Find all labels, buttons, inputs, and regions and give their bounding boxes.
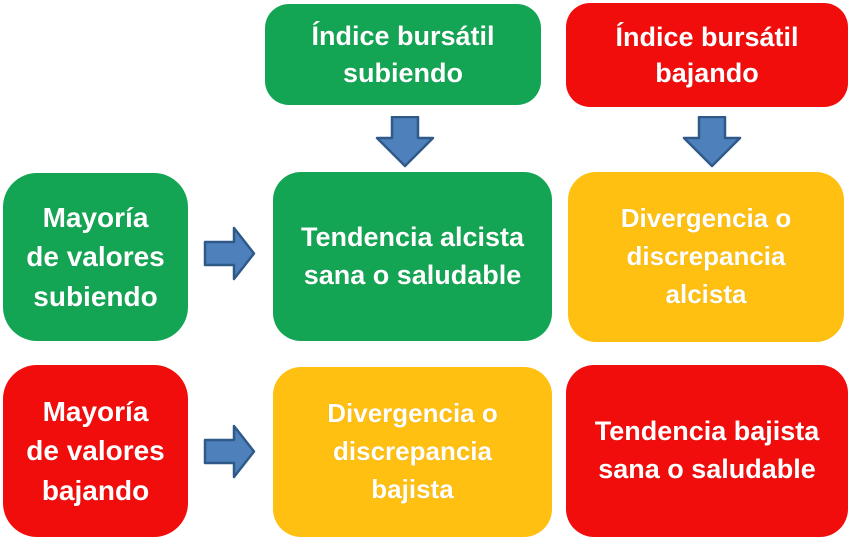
box-label: Mayoría de valores bajando [26,396,165,506]
box-label: Divergencia o discrepancia bajista [327,398,498,504]
box-label: Índice bursátil bajando [615,21,799,88]
arrow-right-icon [203,226,256,281]
box-healthy-downtrend: Tendencia bajista sana o saludable [566,365,848,537]
arrow-down-icon [682,116,742,168]
box-label: Divergencia o discrepancia alcista [620,203,792,309]
box-healthy-uptrend: Tendencia alcista sana o saludable [273,172,552,341]
box-label: Mayoría de valores subiendo [26,202,165,312]
box-index-falling: Índice bursátil bajando [566,3,848,107]
box-bullish-divergence: Divergencia o discrepancia alcista [568,172,844,342]
box-index-rising: Índice bursátil subiendo [265,4,541,105]
arrow-right-icon [203,424,256,479]
box-majority-rising: Mayoría de valores subiendo [3,173,188,341]
box-bearish-divergence: Divergencia o discrepancia bajista [273,367,552,537]
arrow-down-icon [375,116,435,168]
box-label: Tendencia alcista sana o saludable [300,221,525,290]
box-label: Tendencia bajista sana o saludable [594,416,820,484]
box-majority-falling: Mayoría de valores bajando [3,365,188,537]
box-label: Índice bursátil subiendo [311,21,495,88]
